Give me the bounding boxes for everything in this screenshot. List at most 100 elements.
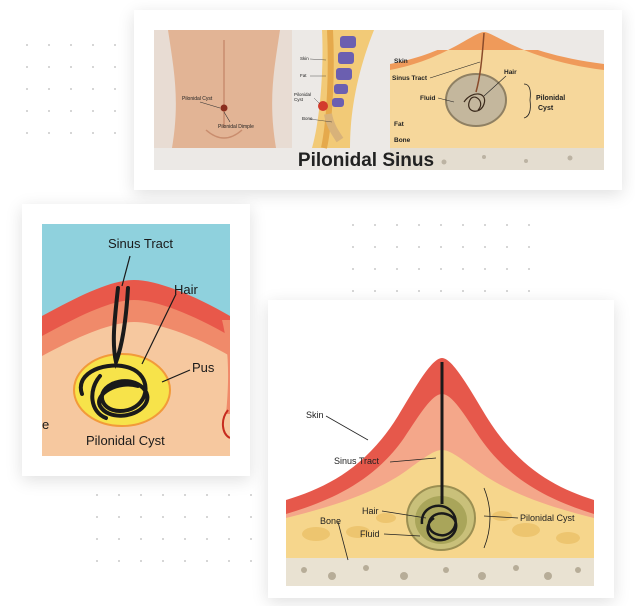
right-sinus-tract-label: Sinus Tract <box>334 456 380 466</box>
grid-dot <box>48 132 50 134</box>
grid-dot <box>70 44 72 46</box>
grid-dot <box>206 516 208 518</box>
grid-dot <box>528 268 530 270</box>
left-sinus-tract-label: Sinus Tract <box>108 236 173 251</box>
grid-dot <box>114 110 116 112</box>
grid-dot <box>162 516 164 518</box>
grid-dot <box>352 268 354 270</box>
grid-dot <box>118 560 120 562</box>
grid-dot <box>396 246 398 248</box>
grid-dot <box>140 516 142 518</box>
grid-dot <box>352 290 354 292</box>
dimple-marker <box>220 104 228 112</box>
grid-dot <box>26 44 28 46</box>
cross-fat-label: Fat <box>394 121 405 128</box>
grid-dot <box>374 224 376 226</box>
cross-pilonidal-label: Pilonidal <box>536 95 565 102</box>
grid-dot <box>114 66 116 68</box>
grid-dot <box>528 290 530 292</box>
grid-dot <box>206 538 208 540</box>
grid-dot <box>462 246 464 248</box>
grid-dot <box>374 246 376 248</box>
grid-dot <box>484 268 486 270</box>
grid-dot <box>528 224 530 226</box>
top-illustration: Pilonidal Cyst Pilonidal Dimple Skin Fat… <box>154 30 604 170</box>
grid-dot <box>140 494 142 496</box>
grid-dot <box>184 494 186 496</box>
grid-dot <box>96 516 98 518</box>
grid-dot <box>26 110 28 112</box>
grid-dot <box>506 268 508 270</box>
right-hair-label: Hair <box>362 506 379 516</box>
grid-dot <box>96 538 98 540</box>
grid-dot <box>250 560 252 562</box>
grid-dot <box>484 224 486 226</box>
grid-dot <box>26 66 28 68</box>
grid-dot <box>484 290 486 292</box>
grid-dot <box>96 560 98 562</box>
grid-dot <box>250 538 252 540</box>
grid-dot <box>114 44 116 46</box>
dot-grid-bottom-left <box>96 494 294 582</box>
grid-dot <box>250 516 252 518</box>
grid-dot <box>396 268 398 270</box>
grid-dot <box>418 224 420 226</box>
dot-grid-middle-right <box>352 224 550 312</box>
grid-dot <box>92 110 94 112</box>
grid-dot <box>140 538 142 540</box>
spine-fat-label: Fat <box>300 73 307 78</box>
grid-dot <box>70 88 72 90</box>
right-fluid-label: Fluid <box>360 529 380 539</box>
grid-dot <box>114 88 116 90</box>
spine-skin-label: Skin <box>300 56 309 61</box>
grid-dot <box>418 268 420 270</box>
grid-dot <box>162 538 164 540</box>
grid-dot <box>462 268 464 270</box>
grid-dot <box>440 268 442 270</box>
cross-bone-label: Bone <box>394 137 411 144</box>
right-image-card: Skin Sinus Tract Hair Fluid Bone Pilonid… <box>268 300 614 598</box>
grid-dot <box>440 224 442 226</box>
grid-dot <box>396 290 398 292</box>
top-image-card: Pilonidal Cyst Pilonidal Dimple Skin Fat… <box>134 10 622 190</box>
cross-sinus-tract-label: Sinus Tract <box>392 75 428 82</box>
overview-title: Pilonidal Sinus <box>298 150 434 170</box>
grid-dot <box>114 132 116 134</box>
grid-dot <box>206 560 208 562</box>
grid-dot <box>140 560 142 562</box>
grid-dot <box>48 66 50 68</box>
grid-dot <box>26 132 28 134</box>
grid-dot <box>96 494 98 496</box>
grid-dot <box>92 44 94 46</box>
grid-dot <box>418 246 420 248</box>
grid-dot <box>228 538 230 540</box>
sinus-tract-cyst-graphic: Sinus Tract Hair Pus Pilonidal Cyst e <box>42 236 230 456</box>
grid-dot <box>250 494 252 496</box>
grid-dot <box>506 246 508 248</box>
grid-dot <box>70 110 72 112</box>
body-cyst-label: Pilonidal Cyst <box>182 96 213 102</box>
grid-dot <box>92 88 94 90</box>
grid-dot <box>184 538 186 540</box>
right-bone-label: Bone <box>320 516 341 526</box>
cross-cyst-label: Cyst <box>538 105 554 112</box>
grid-dot <box>506 224 508 226</box>
grid-dot <box>70 66 72 68</box>
grid-dot <box>440 246 442 248</box>
grid-dot <box>462 224 464 226</box>
left-pus-label: Pus <box>192 360 215 375</box>
grid-dot <box>184 516 186 518</box>
grid-dot <box>92 132 94 134</box>
grid-dot <box>92 66 94 68</box>
left-hair-label: Hair <box>174 282 199 297</box>
grid-dot <box>184 560 186 562</box>
spine-cyst-marker <box>318 101 328 111</box>
grid-dot <box>528 246 530 248</box>
grid-dot <box>48 88 50 90</box>
body-dimple-label: Pilonidal Dimple <box>218 124 254 130</box>
right-pilonidal-cyst-label: Pilonidal Cyst <box>520 513 575 523</box>
grid-dot <box>162 560 164 562</box>
spine-bone-label: Bone <box>302 116 313 121</box>
grid-dot <box>70 132 72 134</box>
